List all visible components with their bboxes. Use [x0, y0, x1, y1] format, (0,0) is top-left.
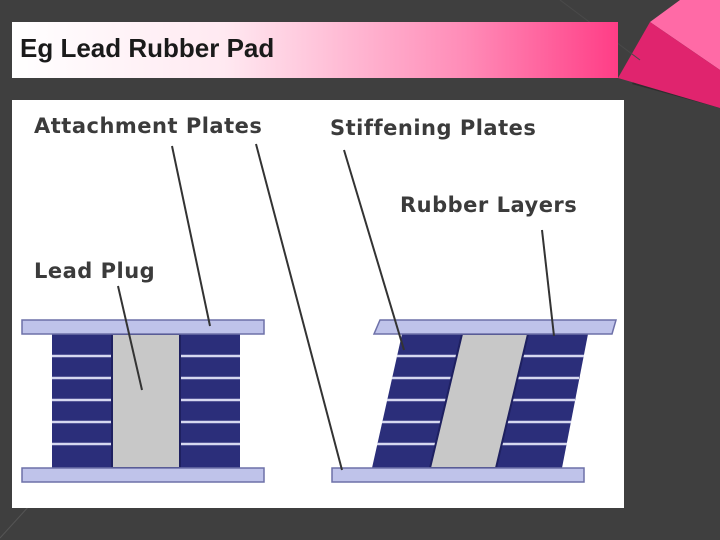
leader-line-rubber-layers: [541, 229, 555, 337]
leader-line-attachment-bottom: [255, 143, 343, 471]
leader-line-lead-plug: [117, 285, 143, 391]
attachment-plate-top-right: [372, 319, 617, 335]
attachment-plate-bottom-left: [21, 467, 265, 483]
corner-gem-highlight: [650, 0, 720, 70]
leader-lines: [117, 143, 555, 471]
leader-line-attachment-top: [171, 145, 211, 327]
bearing-undeformed: [21, 319, 265, 483]
decor-line: [0, 504, 31, 539]
label-stiffening-plates: Stiffening Plates: [330, 116, 536, 140]
label-rubber-layers: Rubber Layers: [400, 193, 577, 217]
bearing-sheared: [331, 319, 617, 483]
label-attachment-plates: Attachment Plates: [34, 114, 262, 138]
leader-line-stiffening: [343, 149, 405, 351]
attachment-plate-top-left: [21, 319, 265, 335]
slide-title: Eg Lead Rubber Pad: [20, 33, 275, 63]
attachment-plate-bottom-right: [331, 467, 585, 483]
title-bar: [12, 22, 618, 78]
label-lead-plug: Lead Plug: [34, 259, 155, 283]
lead-plug-left: [111, 333, 181, 469]
diagram-panel: Attachment Plates Stiffening Plates Rubb…: [12, 100, 624, 508]
lead-rubber-bearing-diagram: Attachment Plates Stiffening Plates Rubb…: [21, 114, 617, 483]
corner-gem: [618, 22, 720, 108]
